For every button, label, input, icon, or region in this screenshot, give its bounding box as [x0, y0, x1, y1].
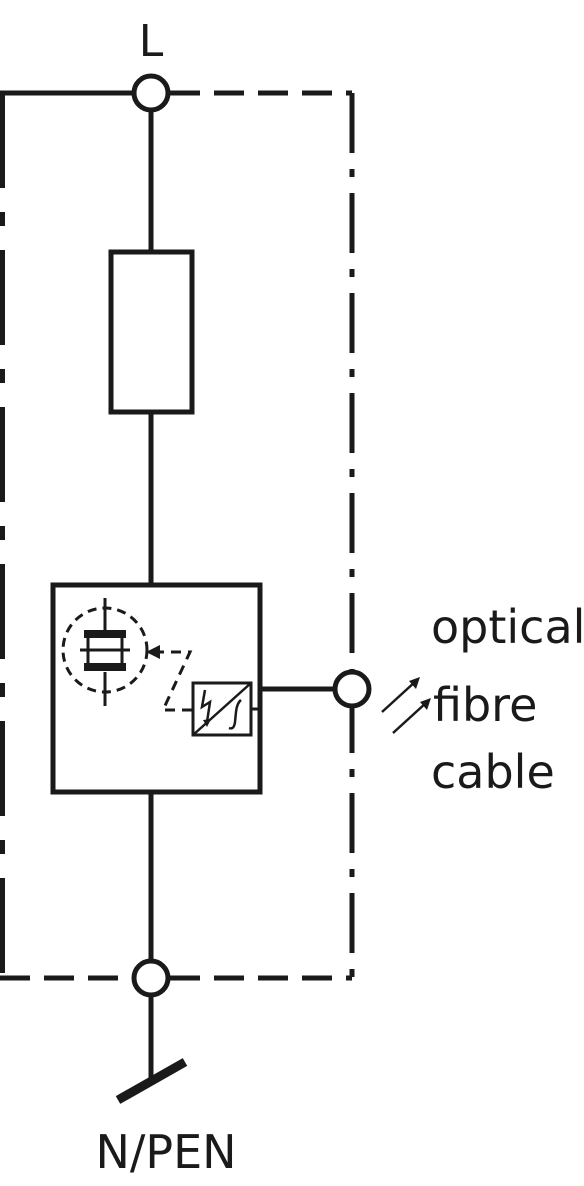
- light-arrow-lower-head-icon: [420, 698, 431, 710]
- fuse-symbol: [108, 249, 195, 415]
- light-arrow-lower: [392, 701, 428, 734]
- lightning-tip-icon: [203, 719, 211, 727]
- light-arrow-upper-head-icon: [409, 677, 420, 689]
- monitoring-arrow-icon: [146, 645, 160, 659]
- label-l: L: [139, 16, 164, 67]
- label-optical: optical: [431, 600, 584, 654]
- terminal-optical-output: [332, 669, 372, 709]
- terminal-n-pen: [131, 958, 171, 998]
- integral-icon: [228, 699, 242, 730]
- light-arrow-upper: [381, 680, 417, 713]
- terminal-l: [131, 73, 171, 113]
- lightning-icon: [200, 689, 212, 723]
- label-fibre: fibre: [433, 678, 537, 732]
- label-n-pen: N/PEN: [95, 1125, 236, 1179]
- label-cable: cable: [431, 745, 555, 799]
- earth-symbol: [115, 1058, 188, 1104]
- converter-diagonal: [192, 682, 252, 736]
- monitoring-signal-path: [150, 650, 193, 712]
